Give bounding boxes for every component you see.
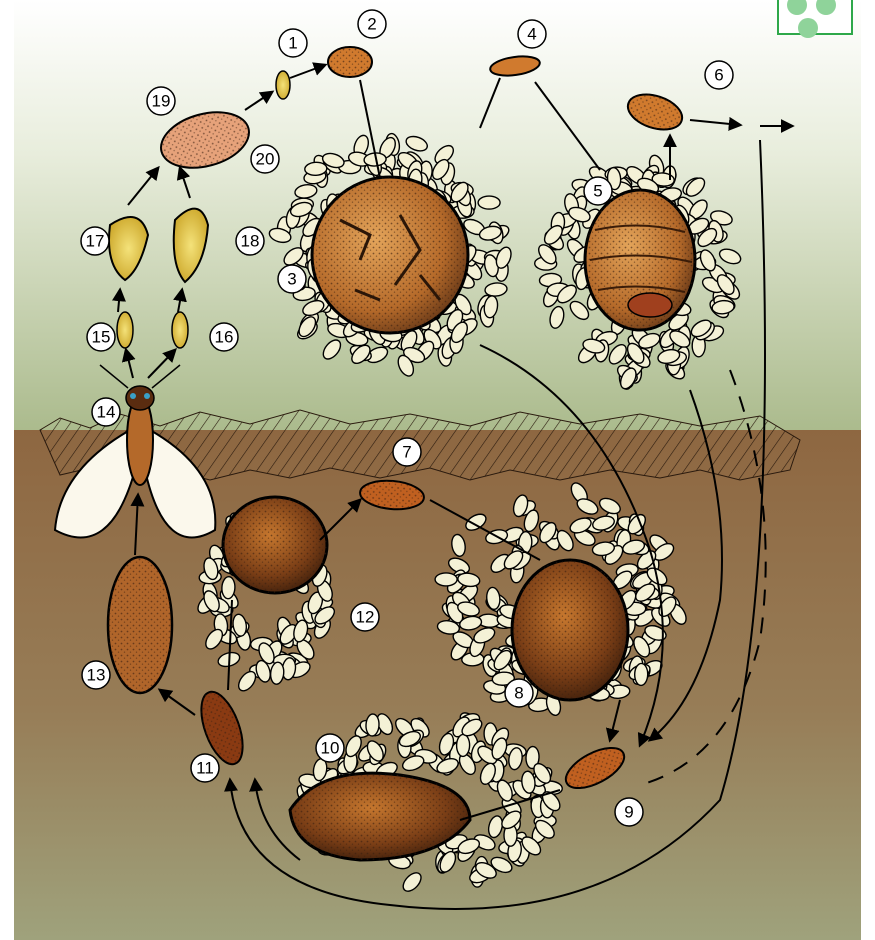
- label-12-text: 12: [356, 608, 375, 627]
- label-16-text: 16: [215, 328, 234, 347]
- label-9-text: 9: [624, 803, 633, 822]
- label-12: 12: [351, 603, 379, 631]
- label-13-text: 13: [87, 666, 106, 685]
- label-7: 7: [393, 438, 421, 466]
- label-6-text: 6: [714, 66, 723, 85]
- label-17-text: 17: [86, 232, 105, 251]
- label-7-text: 7: [402, 443, 411, 462]
- label-15: 15: [87, 323, 115, 351]
- label-10-text: 10: [321, 739, 340, 758]
- label-1-text: 1: [288, 34, 297, 53]
- label-2-text: 2: [367, 15, 376, 34]
- female-body-8-texture: [512, 560, 628, 700]
- pupa-16: [172, 312, 188, 348]
- crawler-2-texture: [328, 47, 372, 77]
- female-body-12-texture: [223, 497, 327, 593]
- egg: [365, 714, 379, 737]
- logo: [778, 0, 852, 38]
- egg: [635, 663, 648, 685]
- egg: [221, 576, 235, 599]
- label-19: 19: [147, 87, 175, 115]
- label-18-text: 18: [241, 232, 260, 251]
- label-11-text: 11: [196, 759, 214, 778]
- egg: [435, 573, 457, 586]
- label-4-text: 4: [527, 25, 536, 44]
- label-15-text: 15: [92, 328, 111, 347]
- label-16: 16: [210, 323, 238, 351]
- label-18: 18: [236, 227, 264, 255]
- female-body-5-spot: [628, 293, 672, 317]
- label-17: 17: [81, 227, 109, 255]
- label-5: 5: [584, 177, 612, 205]
- label-2: 2: [358, 10, 386, 38]
- egg: [456, 734, 469, 756]
- egg: [304, 162, 327, 176]
- ovisac-3-texture: [312, 177, 468, 333]
- pupa-15: [117, 312, 133, 348]
- label-1: 1: [279, 29, 307, 57]
- egg: [478, 196, 500, 209]
- nymph-13-texture: [108, 557, 172, 693]
- label-11: 11: [191, 754, 219, 782]
- label-14: 14: [92, 398, 120, 426]
- label-3-text: 3: [287, 270, 296, 289]
- label-8-text: 8: [514, 684, 523, 703]
- label-14-text: 14: [97, 403, 116, 422]
- egg-1: [276, 71, 290, 99]
- label-20-text: 20: [256, 150, 275, 169]
- label-13: 13: [82, 661, 110, 689]
- label-3: 3: [278, 265, 306, 293]
- label-20: 20: [251, 145, 279, 173]
- label-8: 8: [505, 679, 533, 707]
- label-19-text: 19: [152, 92, 171, 111]
- label-4: 4: [518, 20, 546, 48]
- label-10: 10: [316, 734, 344, 762]
- label-5-text: 5: [593, 182, 602, 201]
- label-9: 9: [615, 798, 643, 826]
- label-6: 6: [705, 61, 733, 89]
